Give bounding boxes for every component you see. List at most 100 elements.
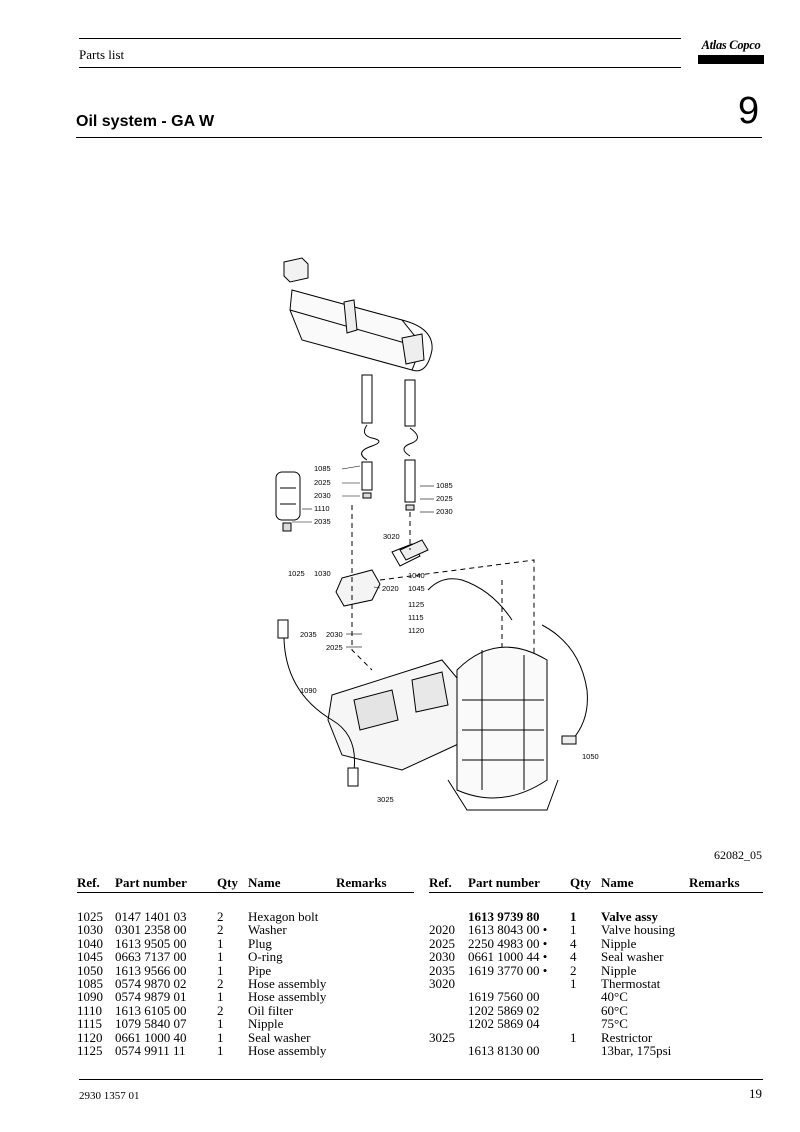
cell-qty: 2 bbox=[217, 1002, 224, 1018]
cell-name: 13bar, 175psi bbox=[601, 1043, 672, 1059]
cell-ref: 1120 bbox=[77, 1029, 103, 1045]
callout-2025-c: 2025 bbox=[326, 643, 343, 652]
pipe-1050 bbox=[541, 624, 588, 741]
cell-ref bbox=[429, 1044, 468, 1057]
cell-part: 0574 9870 02 bbox=[115, 976, 187, 992]
title-rule bbox=[76, 137, 762, 138]
cell-remarks bbox=[336, 1031, 416, 1044]
table-row: 1613 9739 80 1 Valve assy bbox=[429, 909, 769, 924]
cell-remarks bbox=[336, 990, 416, 1003]
cell-name: 60°C bbox=[601, 1002, 628, 1018]
cell-ref: 3025 bbox=[429, 1029, 455, 1045]
cell-remarks bbox=[689, 923, 769, 936]
cell-qty bbox=[570, 1017, 601, 1030]
cell-name: Oil filter bbox=[248, 1002, 294, 1018]
callout-1050: 1050 bbox=[582, 752, 599, 761]
cell-ref: 1030 bbox=[77, 922, 103, 938]
cell-part bbox=[468, 1031, 570, 1044]
col-ref: Ref. bbox=[429, 875, 452, 890]
cell-name: Seal washer bbox=[601, 949, 664, 965]
col-name: Name bbox=[601, 875, 634, 890]
cell-remarks bbox=[689, 910, 769, 923]
cell-name: Plug bbox=[248, 935, 272, 951]
compressor-element bbox=[327, 659, 468, 771]
cell-remarks bbox=[689, 1017, 769, 1030]
callout-2030-c: 2030 bbox=[326, 630, 343, 639]
cell-name: Thermostat bbox=[601, 976, 661, 992]
page-number: 19 bbox=[749, 1086, 762, 1101]
cell-part: 1619 7560 00 bbox=[468, 989, 540, 1005]
cell-remarks bbox=[336, 937, 416, 950]
cell-qty: 1 bbox=[570, 976, 577, 992]
col-remarks: Remarks bbox=[689, 875, 740, 890]
cell-name: 40°C bbox=[601, 989, 628, 1005]
cell-ref bbox=[429, 910, 468, 923]
col-ref: Ref. bbox=[77, 875, 100, 890]
cell-ref: 2035 bbox=[429, 962, 455, 978]
cell-name: Valve assy bbox=[601, 909, 658, 924]
callout-2025-b: 2025 bbox=[436, 494, 453, 503]
cell-remarks bbox=[689, 937, 769, 950]
cell-part: 2250 4983 00 • bbox=[468, 935, 548, 951]
cell-name: Pipe bbox=[248, 962, 272, 978]
cell-qty: 1 bbox=[570, 922, 577, 938]
header-rule-top bbox=[79, 38, 681, 39]
callout-1045: 1045 bbox=[408, 584, 425, 593]
cell-part: 1202 5869 02 bbox=[468, 1002, 540, 1018]
callout-3020: 3020 bbox=[383, 532, 400, 541]
cell-qty bbox=[570, 990, 601, 1003]
cell-ref: 1025 bbox=[77, 909, 103, 924]
cell-part: 1619 3770 00 • bbox=[468, 962, 548, 978]
table-row: 1619 7560 00 40°C bbox=[429, 989, 769, 1005]
cell-part: 1079 5840 07 bbox=[115, 1016, 187, 1032]
cell-part: 1202 5869 04 bbox=[468, 1016, 540, 1032]
cell-name: Nipple bbox=[248, 1016, 284, 1032]
cell-ref: 1110 bbox=[77, 1002, 103, 1018]
callout-2025-a: 2025 bbox=[314, 478, 331, 487]
cell-part: 1613 9739 80 bbox=[468, 909, 540, 924]
cell-name: Nipple bbox=[601, 962, 637, 978]
callout-1025: 1025 bbox=[288, 569, 305, 578]
cell-ref: 1040 bbox=[77, 935, 103, 951]
cell-remarks bbox=[689, 1004, 769, 1017]
cell-part: 0574 9879 01 bbox=[115, 989, 187, 1005]
cell-name: Seal washer bbox=[248, 1029, 311, 1045]
oil-cooler bbox=[283, 257, 433, 372]
cell-qty: 2 bbox=[217, 922, 224, 938]
table-header-row: Ref. Part number Qty Name Remarks bbox=[77, 876, 416, 893]
cell-qty: 2 bbox=[217, 976, 224, 992]
parts-table-right: Ref. Part number Qty Name Remarks 1613 9… bbox=[429, 875, 769, 1059]
cell-name: Nipple bbox=[601, 935, 637, 951]
callout-1125: 1125 bbox=[408, 600, 424, 609]
cell-ref bbox=[429, 990, 468, 1003]
cell-part: 1613 8043 00 • bbox=[468, 922, 548, 938]
callout-1085-b: 1085 bbox=[436, 481, 453, 490]
cell-qty: 1 bbox=[570, 909, 577, 924]
cell-part bbox=[468, 977, 570, 990]
col-remarks: Remarks bbox=[336, 875, 387, 890]
callout-1040: 1040 bbox=[408, 571, 425, 580]
col-qty: Qty bbox=[217, 875, 238, 890]
cell-name: Valve housing bbox=[601, 922, 676, 938]
cell-part: 0661 1000 44 • bbox=[468, 949, 548, 965]
cell-remarks bbox=[689, 1031, 769, 1044]
brand-logo-text: Atlas Copco bbox=[701, 38, 761, 52]
cell-remarks bbox=[689, 977, 769, 990]
cell-name: O-ring bbox=[248, 949, 283, 965]
callout-2030-b: 2030 bbox=[436, 507, 453, 516]
cell-part: 1613 9505 00 bbox=[115, 935, 187, 951]
cell-part: 0574 9911 11 bbox=[115, 1043, 186, 1059]
cell-remarks bbox=[336, 1044, 416, 1057]
cell-qty: 2 bbox=[217, 909, 224, 924]
hose-1090 bbox=[283, 629, 356, 771]
callout-1085-a: 1085 bbox=[314, 464, 331, 473]
cell-ref: 1090 bbox=[77, 989, 103, 1005]
